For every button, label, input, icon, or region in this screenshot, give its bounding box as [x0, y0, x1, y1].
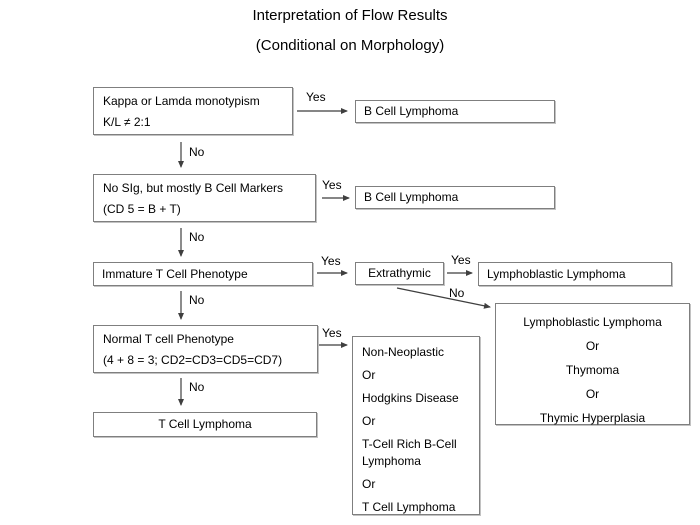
node-thymic-group-line3: Thymoma — [565, 363, 620, 377]
edge-label-extrathymic-no: No — [449, 286, 465, 300]
node-lymphoblastic-label: Lymphoblastic Lymphoma — [487, 266, 626, 281]
node-normal-t-phenotype: Normal T cell Phenotype (4 + 8 = 3; CD2=… — [93, 325, 318, 373]
node-nn-group-line3: Hodgkins Disease — [362, 391, 459, 405]
node-b-cell-lymphoma-2: B Cell Lymphoma — [355, 186, 555, 209]
node-b-cell-lymphoma-1-label: B Cell Lymphoma — [364, 104, 459, 118]
edge-label-sig-no: No — [189, 230, 205, 244]
node-immature-t-label: Immature T Cell Phenotype — [102, 266, 248, 281]
node-kappa-line1: Kappa or Lamda monotypism — [103, 94, 260, 108]
page-title-line1: Interpretation of Flow Results — [252, 7, 448, 24]
node-no-sig-line1: No SIg, but mostly B Cell Markers — [103, 181, 284, 195]
node-nn-group-line1: Non-Neoplastic — [362, 345, 445, 359]
node-nn-group-line6: Or — [362, 477, 376, 491]
edge-label-normal-no: No — [189, 380, 205, 394]
node-no-sig: No SIg, but mostly B Cell Markers (CD 5 … — [93, 174, 316, 222]
edge-label-normal-yes: Yes — [322, 326, 342, 340]
edge-label-immature-yes: Yes — [321, 254, 341, 268]
node-t-cell-lymphoma-label: T Cell Lymphoma — [158, 417, 252, 431]
node-non-neoplastic-group: Non-Neoplastic Or Hodgkins Disease Or T-… — [352, 336, 480, 515]
node-lymphoblastic-lymphoma: Lymphoblastic Lymphoma — [478, 262, 672, 286]
node-kappa-monotypism: Kappa or Lamda monotypism K/L ≠ 2:1 — [93, 87, 293, 135]
node-thymic-group-line1: Lymphoblastic Lymphoma — [523, 315, 662, 329]
edge-label-kappa-no: No — [189, 145, 205, 159]
node-nn-group-line4: Or — [362, 414, 376, 428]
node-t-cell-lymphoma: T Cell Lymphoma — [93, 412, 317, 437]
node-thymic-group-line4: Or — [585, 387, 600, 401]
node-immature-t-phenotype: Immature T Cell Phenotype — [93, 262, 313, 286]
arrow-extrathymic-no — [396, 287, 491, 309]
node-thymic-group-line5: Thymic Hyperplasia — [539, 411, 646, 425]
edge-label-immature-no: No — [189, 293, 205, 307]
node-kappa-line2: K/L ≠ 2:1 — [103, 115, 151, 129]
node-extrathymic: Extrathymic — [355, 262, 444, 285]
edge-label-sig-yes: Yes — [322, 178, 342, 192]
node-no-sig-line2: (CD 5 = B + T) — [103, 202, 181, 216]
page-title-line2: (Conditional on Morphology) — [255, 37, 445, 54]
node-normal-t-line2: (4 + 8 = 3; CD2=CD3=CD5=CD7) — [103, 353, 283, 367]
node-thymic-group: Lymphoblastic Lymphoma Or Thymoma Or Thy… — [495, 303, 690, 425]
node-normal-t-line1: Normal T cell Phenotype — [103, 332, 234, 346]
node-thymic-group-line2: Or — [585, 339, 600, 353]
node-nn-group-line7: T Cell Lymphoma — [362, 500, 456, 514]
node-b-cell-lymphoma-1: B Cell Lymphoma — [355, 100, 555, 123]
node-nn-group-line2: Or — [362, 368, 376, 382]
node-nn-group-line5: T-Cell Rich B-Cell Lymphoma — [362, 437, 457, 468]
node-b-cell-lymphoma-2-label: B Cell Lymphoma — [364, 190, 459, 204]
node-extrathymic-label: Extrathymic — [368, 266, 431, 280]
edge-label-extrathymic-yes: Yes — [451, 253, 471, 267]
edge-label-kappa-yes: Yes — [306, 90, 326, 104]
